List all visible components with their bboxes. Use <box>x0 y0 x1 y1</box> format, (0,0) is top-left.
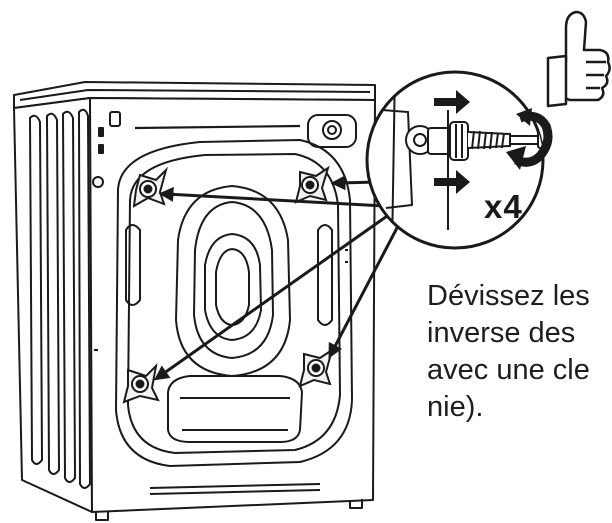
instruction-line: inverse des <box>427 317 576 349</box>
transport-bolt-bottom-left <box>122 363 160 404</box>
thumbs-up-icon <box>546 10 611 108</box>
instruction-line: Dévissez les <box>427 280 590 312</box>
instruction-text: Dévissez les inverse des avec une cle ni… <box>427 278 612 426</box>
counterclockwise-arrow-icon <box>506 108 553 170</box>
bolt-pointer-arrows <box>153 175 400 381</box>
multiplier-label: x4 <box>484 188 523 225</box>
washing-machine-rear <box>13 81 376 521</box>
instruction-line: avec une cle <box>427 354 590 386</box>
transport-bolt-top-right <box>294 165 330 204</box>
bolt-detail-lens <box>365 70 545 250</box>
instruction-line: nie). <box>427 391 484 423</box>
transport-bolt-bottom-right <box>298 347 334 388</box>
transport-bolt-top-left <box>132 166 168 208</box>
